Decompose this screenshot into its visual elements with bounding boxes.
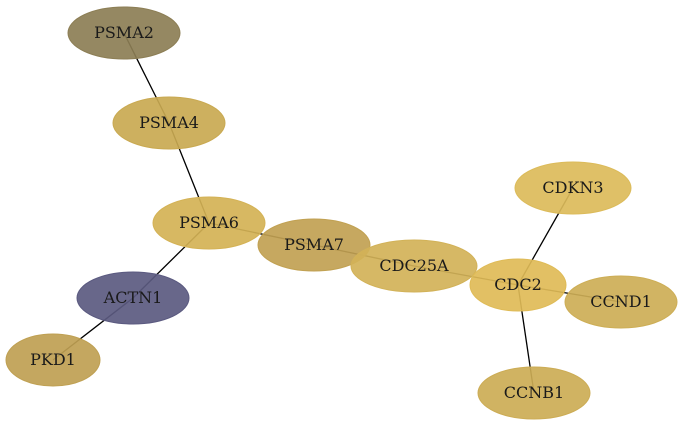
- node-shape: [5, 333, 101, 387]
- node-label: CCND1: [590, 292, 652, 311]
- node-shape: [67, 6, 181, 60]
- node-label: PSMA6: [179, 213, 239, 232]
- node-shape: [469, 258, 567, 312]
- node-label: ACTN1: [103, 288, 163, 307]
- node-shape: [76, 271, 190, 325]
- node-shape: [564, 275, 678, 329]
- node-shape: [350, 239, 478, 293]
- node-label: PKD1: [30, 350, 76, 369]
- node-psma4[interactable]: PSMA4: [112, 96, 226, 150]
- node-ccnd1[interactable]: CCND1: [564, 275, 678, 329]
- node-shape: [152, 196, 266, 250]
- node-label: CDKN3: [542, 178, 603, 197]
- node-psma7[interactable]: PSMA7: [257, 218, 371, 272]
- node-label: PSMA7: [284, 235, 344, 254]
- node-psma2[interactable]: PSMA2: [67, 6, 181, 60]
- nodes-layer: PSMA2PSMA4PSMA6PSMA7ACTN1PKD1CDC25ACDC2C…: [5, 6, 678, 420]
- node-label: PSMA4: [139, 113, 199, 132]
- node-cdc2[interactable]: CDC2: [469, 258, 567, 312]
- node-cdkn3[interactable]: CDKN3: [514, 161, 632, 215]
- node-shape: [477, 366, 591, 420]
- node-cdc25a[interactable]: CDC25A: [350, 239, 478, 293]
- node-actn1[interactable]: ACTN1: [76, 271, 190, 325]
- node-shape: [112, 96, 226, 150]
- node-label: CDC2: [494, 275, 542, 294]
- node-shape: [257, 218, 371, 272]
- node-label: CCNB1: [504, 383, 564, 402]
- node-label: PSMA2: [94, 23, 154, 42]
- node-psma6[interactable]: PSMA6: [152, 196, 266, 250]
- node-pkd1[interactable]: PKD1: [5, 333, 101, 387]
- node-ccnb1[interactable]: CCNB1: [477, 366, 591, 420]
- node-label: CDC25A: [379, 256, 449, 275]
- node-shape: [514, 161, 632, 215]
- edges-layer: [52, 32, 622, 394]
